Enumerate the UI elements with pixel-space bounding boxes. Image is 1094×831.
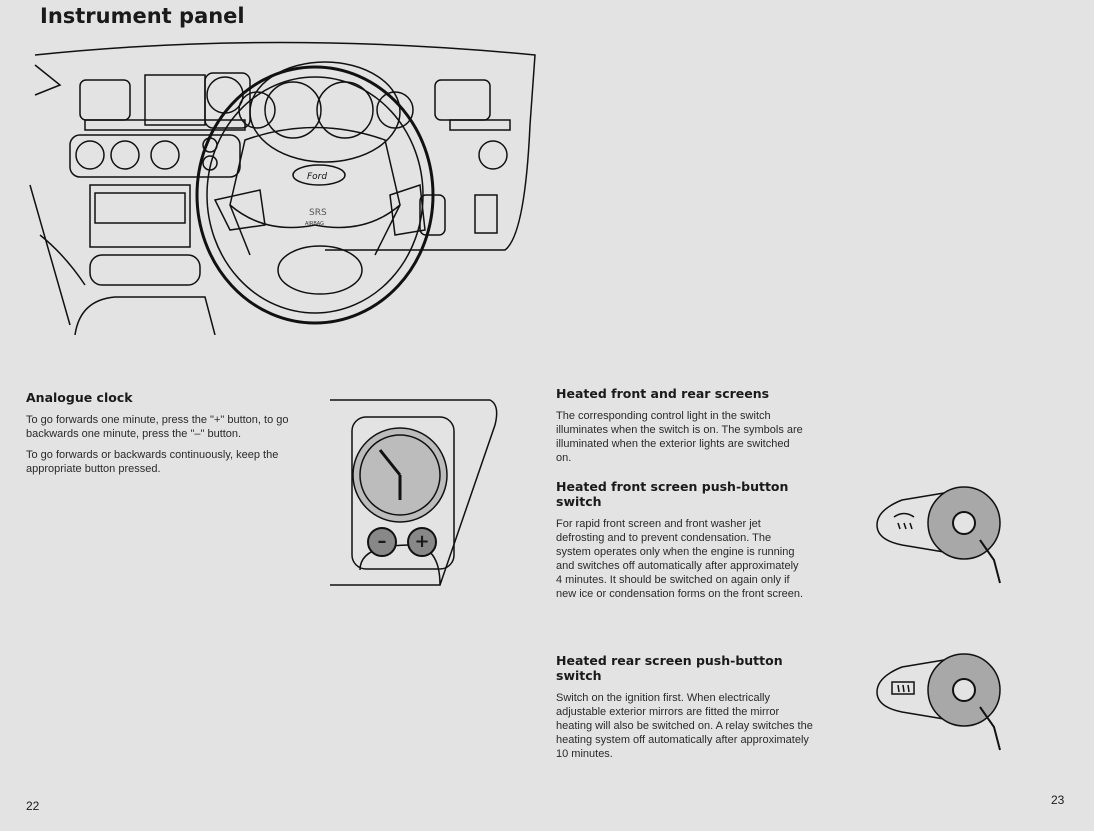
rear-screen-paragraph: Switch on the ignition first. When elect… bbox=[556, 692, 813, 760]
rear-screen-switch-illustration[interactable] bbox=[872, 652, 1007, 752]
front-screen-switch-illustration[interactable] bbox=[872, 485, 1007, 585]
page-number-right: 23 bbox=[1051, 793, 1065, 807]
instrument-panel-illustration: Ford SRS AIRBAG bbox=[29, 41, 536, 335]
heated-screens-section: Heated front and rear screens The corres… bbox=[556, 386, 806, 608]
clock-paragraph: To go forwards or backwards continuously… bbox=[26, 449, 279, 475]
minus-label: – bbox=[377, 531, 387, 552]
heated-screens-paragraph: The corresponding control light in the s… bbox=[556, 410, 803, 464]
clock-paragraph: To go forwards one minute, press the "+"… bbox=[26, 414, 289, 440]
rear-screen-heading: Heated rear screen push-button switch bbox=[556, 653, 783, 683]
plus-label: + bbox=[414, 531, 430, 552]
srs-label: SRS bbox=[309, 208, 327, 218]
clock-heading: Analogue clock bbox=[26, 390, 133, 405]
airbag-label: AIRBAG bbox=[305, 221, 324, 227]
rear-screen-section: Heated rear screen push-button switch Sw… bbox=[556, 653, 816, 768]
front-screen-paragraph: For rapid front screen and front washer … bbox=[556, 518, 804, 600]
page-number-left: 22 bbox=[26, 799, 40, 813]
clock-plus-button[interactable]: + bbox=[407, 527, 437, 557]
ford-logo: Ford bbox=[307, 172, 327, 182]
front-screen-heading: Heated front screen push-button switch bbox=[556, 479, 789, 509]
clock-illustration bbox=[330, 399, 498, 586]
clock-minus-button[interactable]: – bbox=[367, 527, 397, 557]
clock-section: Analogue clock To go forwards one minute… bbox=[26, 390, 296, 483]
heated-screens-heading: Heated front and rear screens bbox=[556, 386, 770, 401]
page-title: Instrument panel bbox=[40, 4, 245, 28]
